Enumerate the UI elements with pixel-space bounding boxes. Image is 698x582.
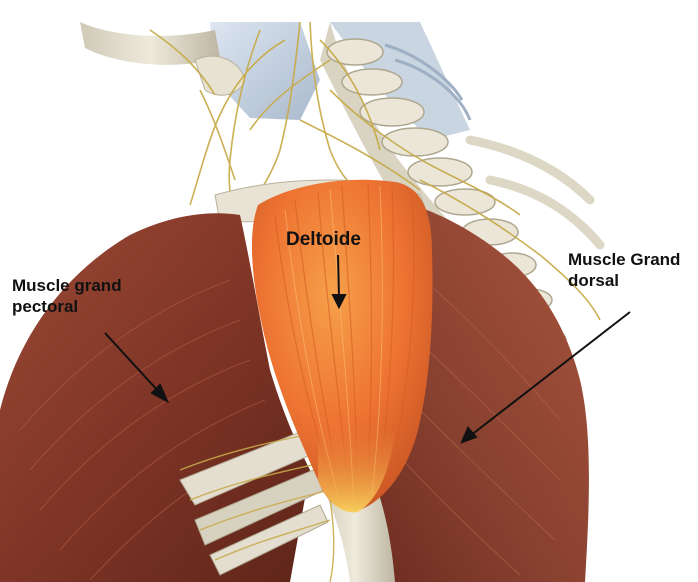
label-deltoid-text: Deltoide xyxy=(286,229,361,250)
label-pectoral-line1: Muscle grand xyxy=(12,275,122,296)
label-pectoral-line2: pectoral xyxy=(12,296,122,317)
label-deltoide: Deltoide xyxy=(286,229,361,250)
label-muscle-grand-pectoral: Muscle grand pectoral xyxy=(12,275,122,317)
label-muscle-grand-dorsal: Muscle Grand dorsal xyxy=(568,249,680,291)
arrow-deltoid xyxy=(338,255,339,297)
label-dorsal-line2: dorsal xyxy=(568,270,680,291)
label-dorsal-line1: Muscle Grand xyxy=(568,249,680,270)
